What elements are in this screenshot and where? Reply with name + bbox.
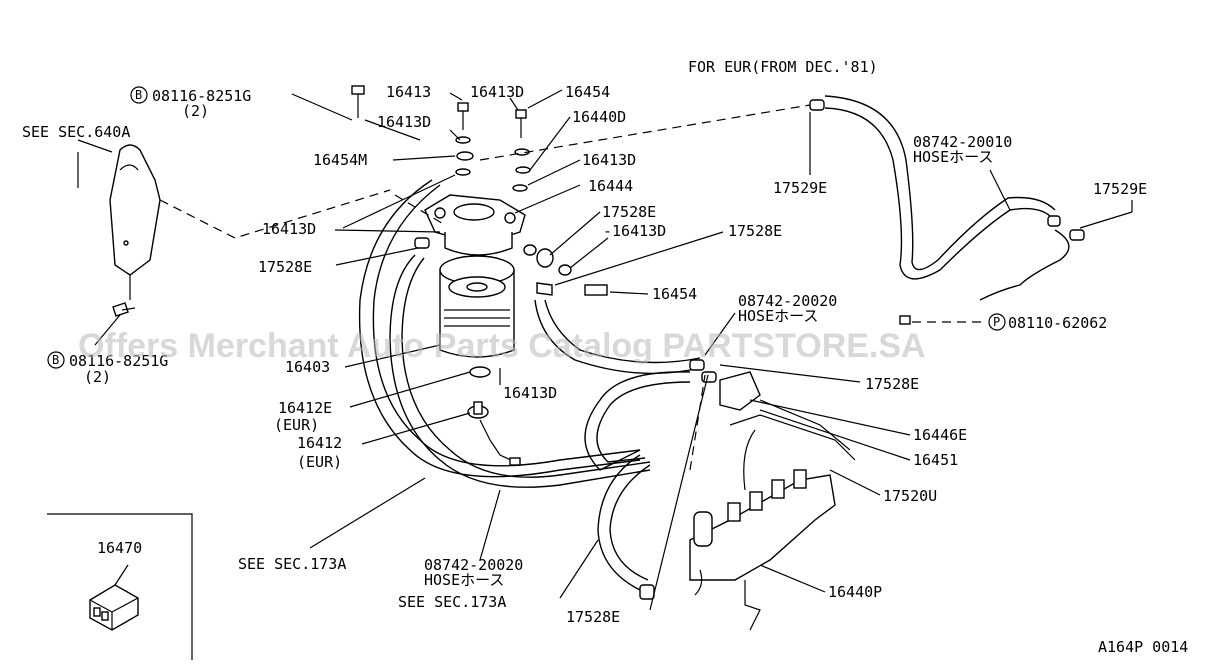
pipe-lower [694, 569, 703, 596]
relay-16470 [89, 584, 139, 631]
clamps [414, 99, 1085, 600]
footer-code: A164P 0014 [1098, 638, 1188, 656]
label-16444: 16444 [588, 177, 633, 195]
label-see-173a-b: SEE SEC.173A [398, 593, 506, 611]
dashed-leaders [159, 104, 985, 471]
bolts-top [351, 85, 608, 296]
fuel-filter [439, 255, 515, 358]
label-16413d-f: 16413D [503, 384, 557, 402]
label-16413d-c: 16413D [262, 220, 316, 238]
bolt-right [899, 315, 911, 325]
label-16446e: 16446E [913, 426, 967, 444]
label-bolt-right: 08110-62062 [1008, 314, 1107, 332]
label-hose-top-num: 08742-20010 [913, 133, 1012, 151]
label-16403: 16403 [285, 358, 330, 376]
label-17528e-e: 17528E [566, 608, 620, 626]
label-17528e-b: 17528E [728, 222, 782, 240]
filter-head [424, 194, 526, 256]
injection-pump [689, 371, 856, 631]
label-see-640a: SEE SEC.640A [22, 123, 130, 141]
circle-p-icon [988, 313, 1006, 331]
label-16413d-e: -16413D [603, 222, 666, 240]
label-bolt-top: 08116-8251G [152, 87, 251, 105]
label-16413d-d: 16413D [582, 151, 636, 169]
o-ring [469, 366, 491, 378]
label-16440d: 16440D [572, 108, 626, 126]
circle-b-left-icon [47, 351, 65, 369]
label-16440p: 16440P [828, 583, 882, 601]
label-eur-a: (EUR) [274, 416, 319, 434]
label-hose-top-txt: HOSEホース [913, 148, 993, 166]
label-16413d-a: 16413D [470, 83, 524, 101]
label-hose-low-num: 08742-20020 [424, 556, 523, 574]
label-16451: 16451 [913, 451, 958, 469]
label-hose-low-txt: HOSEホース [424, 571, 504, 589]
circle-p-letter: P [993, 315, 1000, 329]
label-bolt-left-qty: (2) [84, 368, 111, 386]
label-eur-b: (EUR) [297, 453, 342, 471]
label-17520u: 17520U [883, 487, 937, 505]
label-16454-a: 16454 [565, 83, 610, 101]
label-16470: 16470 [97, 539, 142, 557]
hoses [358, 95, 1070, 591]
water-sensor [467, 401, 521, 466]
bracket [109, 144, 161, 300]
circle-b-top-letter: B [135, 88, 142, 102]
label-16454-b: 16454 [652, 285, 697, 303]
label-17529e-b: 17529E [1093, 180, 1147, 198]
bolt-left [112, 302, 136, 317]
part-labels: B 08116-8251G (2) SEE SEC.640A 16413 164… [22, 58, 1188, 656]
label-17528e-a: 17528E [602, 203, 656, 221]
watermark: Offers Merchant Auto Parts Catalog PARTS… [78, 327, 926, 365]
leader-lines [77, 89, 1133, 611]
label-16413d-b: 16413D [377, 113, 431, 131]
label-bolt-top-qty: (2) [182, 102, 209, 120]
label-17528e-c: 17528E [258, 258, 312, 276]
label-16454m: 16454M [313, 151, 367, 169]
label-17529e-a: 17529E [773, 179, 827, 197]
label-16413-a: 16413 [386, 83, 431, 101]
label-hose-mid-num: 08742-20020 [738, 292, 837, 310]
label-bolt-left: 08116-8251G [69, 352, 168, 370]
label-17528e-d: 17528E [865, 375, 919, 393]
label-hose-mid-txt: HOSEホース [738, 307, 818, 325]
label-16412: 16412 [297, 434, 342, 452]
label-see-173a-a: SEE SEC.173A [238, 555, 346, 573]
circle-b-left-letter: B [52, 353, 59, 367]
circle-b-top-icon [130, 86, 148, 104]
label-16412e: 16412E [278, 399, 332, 417]
header-note: FOR EUR(FROM DEC.'81) [688, 58, 878, 76]
inset-frame [47, 513, 193, 660]
